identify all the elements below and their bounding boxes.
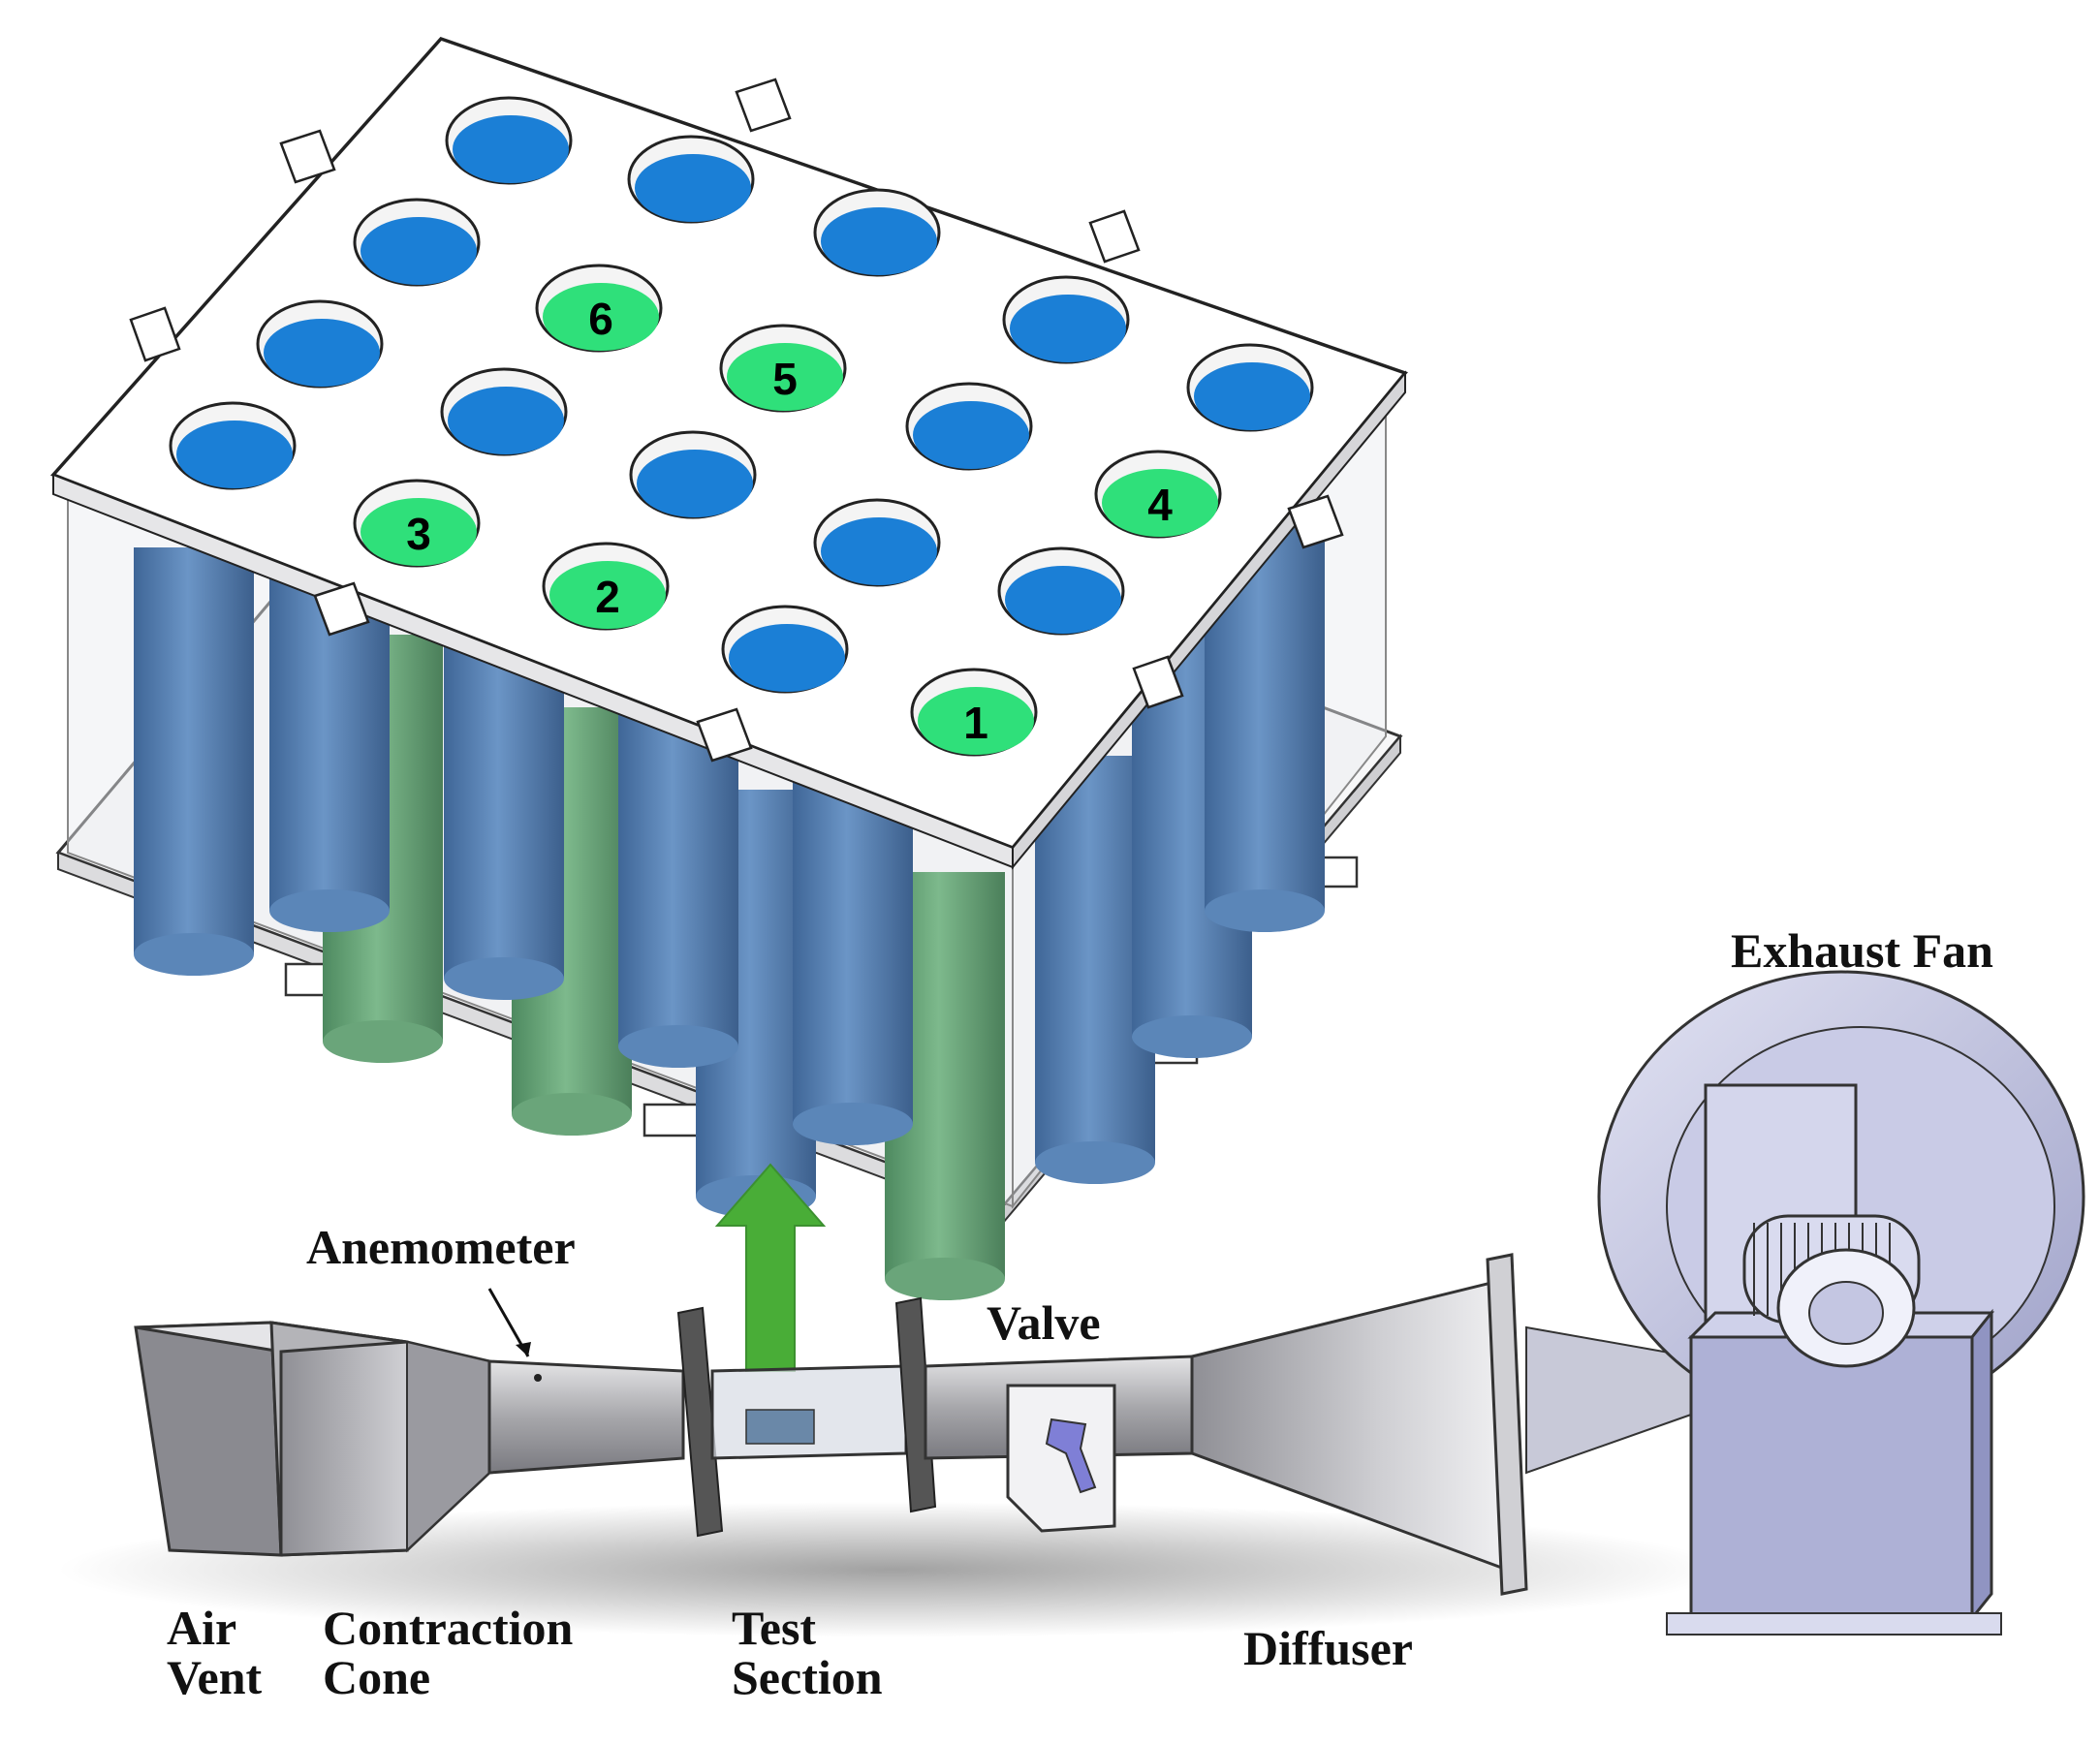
label-air-vent: Air Vent xyxy=(167,1604,262,1702)
battery-cylinder-blue xyxy=(134,547,254,976)
exhaust-fan xyxy=(1597,970,2085,1636)
fan-motor xyxy=(1742,1214,1921,1368)
cell-hole xyxy=(627,135,755,224)
label-contraction-cone: Contraction Cone xyxy=(323,1604,573,1702)
label-exhaust-fan: Exhaust Fan xyxy=(1731,923,1993,978)
test-section-module-mini xyxy=(745,1409,815,1445)
cell-hole xyxy=(721,605,849,694)
cell-hole xyxy=(1002,275,1130,364)
label-contraction-cone-line1: Contraction xyxy=(323,1601,574,1655)
cell-hole xyxy=(1186,343,1314,432)
cell-holes: 6 5 4 3 2 1 xyxy=(169,96,1314,757)
cell-number-6: 6 xyxy=(588,294,613,344)
cell-number-2: 2 xyxy=(595,572,620,622)
cell-number-5: 5 xyxy=(772,354,798,404)
cell-hole-6: 6 xyxy=(535,264,663,353)
battery-module: 6 5 4 3 2 1 xyxy=(50,36,1408,1300)
cell-hole xyxy=(813,188,941,277)
cell-hole-5: 5 xyxy=(719,324,847,413)
label-diffuser: Diffuser xyxy=(1243,1621,1413,1675)
cell-number-1: 1 xyxy=(963,698,988,748)
cell-number-3: 3 xyxy=(406,509,431,559)
label-valve: Valve xyxy=(987,1295,1101,1350)
air-vent-inlet xyxy=(134,1321,283,1557)
cell-hole xyxy=(169,401,297,490)
cell-hole-3: 3 xyxy=(353,479,481,568)
label-air-vent-line2: Vent xyxy=(167,1650,263,1704)
valve-box xyxy=(1006,1384,1116,1533)
cell-hole xyxy=(256,299,384,389)
cell-hole xyxy=(353,198,481,287)
valve-handle xyxy=(1045,1418,1097,1494)
duct-upstream xyxy=(487,1359,685,1475)
label-test-section: Test Section xyxy=(732,1604,883,1702)
cell-hole xyxy=(629,430,757,519)
top-mounting-tabs xyxy=(129,78,1344,763)
wind-tunnel xyxy=(134,1253,1692,1596)
cell-hole-1: 1 xyxy=(910,668,1038,757)
test-section-flange-left xyxy=(676,1306,724,1538)
label-anemometer: Anemometer xyxy=(306,1220,576,1274)
ground-shadow xyxy=(58,1502,1725,1637)
label-contraction-cone-line2: Cone xyxy=(323,1650,431,1704)
cell-number-4: 4 xyxy=(1147,480,1173,530)
cell-hole xyxy=(445,96,573,185)
label-air-vent-line1: Air xyxy=(167,1601,237,1655)
fan-base-box xyxy=(1689,1335,1974,1620)
cell-hole-4: 4 xyxy=(1094,450,1222,539)
fan-base-foot xyxy=(1666,1612,2002,1636)
cell-hole-2: 2 xyxy=(542,542,670,631)
cell-hole xyxy=(813,498,941,587)
flow-arrow xyxy=(714,1163,827,1372)
cell-hole xyxy=(905,382,1033,471)
cell-hole xyxy=(997,546,1125,636)
cell-hole xyxy=(440,367,568,456)
label-test-section-line1: Test xyxy=(732,1601,817,1655)
anemometer-sensor xyxy=(534,1374,542,1382)
label-test-section-line2: Section xyxy=(732,1650,883,1704)
diffuser-flange xyxy=(1486,1253,1528,1596)
